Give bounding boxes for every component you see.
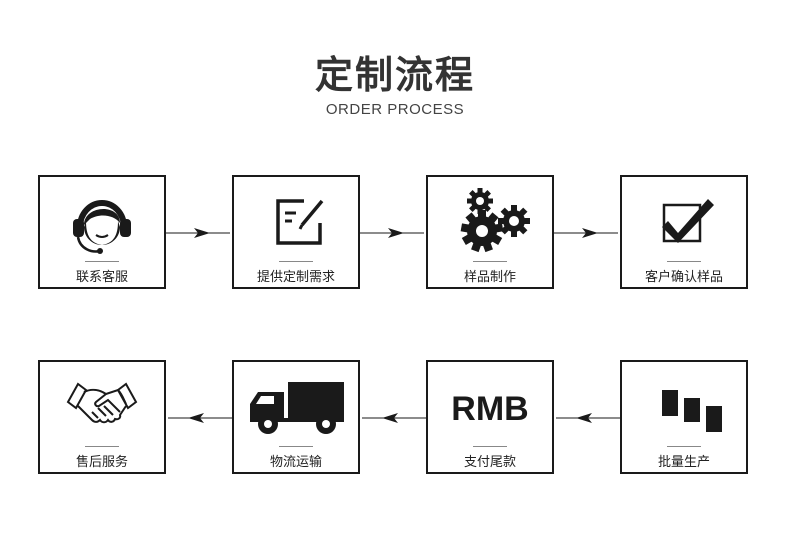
divider (473, 446, 507, 447)
divider (667, 261, 701, 262)
divider (279, 261, 313, 262)
step-label: 批量生产 (657, 455, 710, 470)
divider (667, 446, 701, 447)
divider (85, 446, 119, 447)
divider (279, 446, 313, 447)
arrow-right-icon (554, 228, 618, 238)
arrow-left-icon (556, 413, 620, 423)
page-title: 定制流程 (314, 53, 475, 97)
truck-icon (250, 382, 344, 434)
currency-icon: RMB (451, 390, 529, 428)
step-label: 物流运输 (269, 455, 322, 470)
step-label: 支付尾款 (463, 455, 516, 470)
bars-production-icon (662, 390, 722, 432)
arrow-right-icon (166, 228, 230, 238)
step-mass-production: 批量生产 (620, 360, 748, 474)
page-subtitle: ORDER PROCESS (325, 101, 465, 118)
handshake-icon (66, 382, 138, 424)
arrow-left-icon (168, 413, 232, 423)
step-contact-service: 联系客服 (38, 175, 166, 289)
gears-icon (460, 188, 530, 253)
step-logistics: 物流运输 (232, 360, 360, 474)
step-label: 客户确认样品 (644, 270, 723, 285)
customer-service-headset-icon (73, 200, 131, 254)
step-provide-requirements: 提供定制需求 (232, 175, 360, 289)
divider (473, 261, 507, 262)
divider (85, 261, 119, 262)
step-pay-balance: RMB 支付尾款 (426, 360, 554, 474)
checkbox-icon (662, 199, 714, 243)
arrow-right-icon (360, 228, 424, 238)
step-after-sales: 售后服务 (38, 360, 166, 474)
step-sample-making: 样品制作 (426, 175, 554, 289)
step-label: 联系客服 (75, 270, 128, 285)
arrow-left-icon (362, 413, 426, 423)
step-label: 样品制作 (463, 270, 516, 285)
edit-document-icon (276, 199, 324, 245)
step-label: 售后服务 (75, 455, 128, 470)
step-label: 提供定制需求 (256, 270, 335, 285)
step-customer-confirm-sample: 客户确认样品 (620, 175, 748, 289)
